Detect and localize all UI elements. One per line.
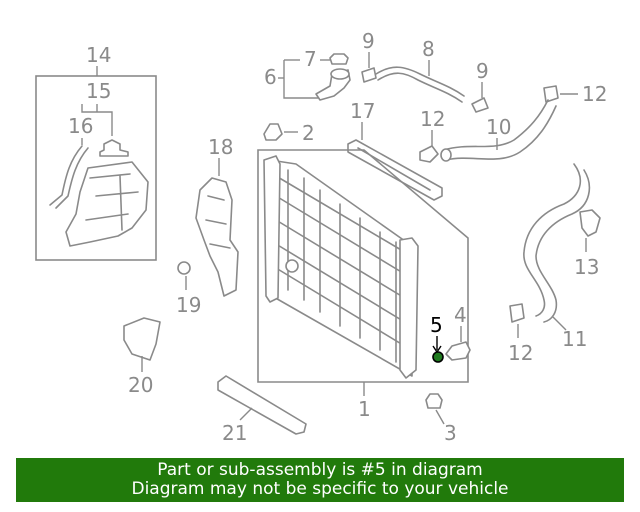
radiator-right-tank bbox=[399, 237, 419, 379]
radiator-cap bbox=[329, 53, 349, 65]
hose-clamp-12c bbox=[509, 303, 525, 323]
banner-line-1: Part or sub-assembly is #5 in diagram bbox=[157, 460, 483, 480]
callout-12b: 12 bbox=[420, 107, 445, 131]
part-3-mount bbox=[425, 393, 443, 409]
callout-1: 1 bbox=[358, 397, 371, 421]
callout-12a: 12 bbox=[582, 82, 607, 106]
parts-diagram: 14 15 16 6 7 8 9 9 12 10 12 2 17 bbox=[35, 29, 607, 445]
callout-8: 8 bbox=[422, 37, 435, 61]
hose-clamp-12b bbox=[419, 145, 439, 163]
drain-plug-5 bbox=[432, 351, 444, 363]
air-guide-18 bbox=[195, 177, 239, 297]
part-2-mount bbox=[263, 123, 283, 141]
callout-10: 10 bbox=[486, 115, 511, 139]
callout-3: 3 bbox=[444, 421, 457, 445]
callout-18: 18 bbox=[208, 135, 233, 159]
callout-16: 16 bbox=[68, 114, 93, 138]
info-banner: Part or sub-assembly is #5 in diagram Di… bbox=[16, 458, 624, 502]
callout-14: 14 bbox=[86, 43, 111, 67]
bracket-20 bbox=[123, 317, 161, 361]
hose-10 bbox=[443, 99, 557, 161]
callout-21: 21 bbox=[222, 421, 247, 445]
coolant-reservoir bbox=[65, 161, 149, 247]
lower-hose-11 bbox=[523, 163, 591, 323]
callout-19: 19 bbox=[176, 293, 201, 317]
radiator-left-tank bbox=[263, 155, 281, 303]
reservoir-group-box bbox=[35, 75, 157, 261]
callout-5: 5 bbox=[430, 313, 443, 337]
reservoir-cap bbox=[99, 139, 129, 157]
banner-line-2: Diagram may not be specific to your vehi… bbox=[131, 479, 509, 499]
drain-cock-4 bbox=[445, 341, 471, 361]
callout-15: 15 bbox=[86, 79, 111, 103]
overflow-hose bbox=[49, 145, 89, 209]
callout-20: 20 bbox=[128, 373, 153, 397]
lower-support-21 bbox=[217, 375, 307, 435]
callout-9a: 9 bbox=[362, 29, 375, 53]
hose-clamp-9a bbox=[361, 67, 377, 83]
callout-6: 6 bbox=[264, 65, 277, 89]
upper-hose bbox=[375, 66, 465, 103]
callout-9b: 9 bbox=[476, 59, 489, 83]
hose-clamp-12a bbox=[543, 85, 559, 103]
callout-4: 4 bbox=[454, 303, 467, 327]
callout-17: 17 bbox=[350, 99, 375, 123]
bracket-13 bbox=[579, 209, 601, 237]
radiator-group-box bbox=[257, 149, 469, 383]
callout-7: 7 bbox=[304, 47, 317, 71]
hose-clamp-9b bbox=[471, 97, 489, 113]
callout-2: 2 bbox=[302, 121, 315, 145]
clip-19 bbox=[177, 261, 191, 275]
callout-11: 11 bbox=[562, 327, 587, 351]
callout-13: 13 bbox=[574, 255, 599, 279]
callout-12c: 12 bbox=[508, 341, 533, 365]
